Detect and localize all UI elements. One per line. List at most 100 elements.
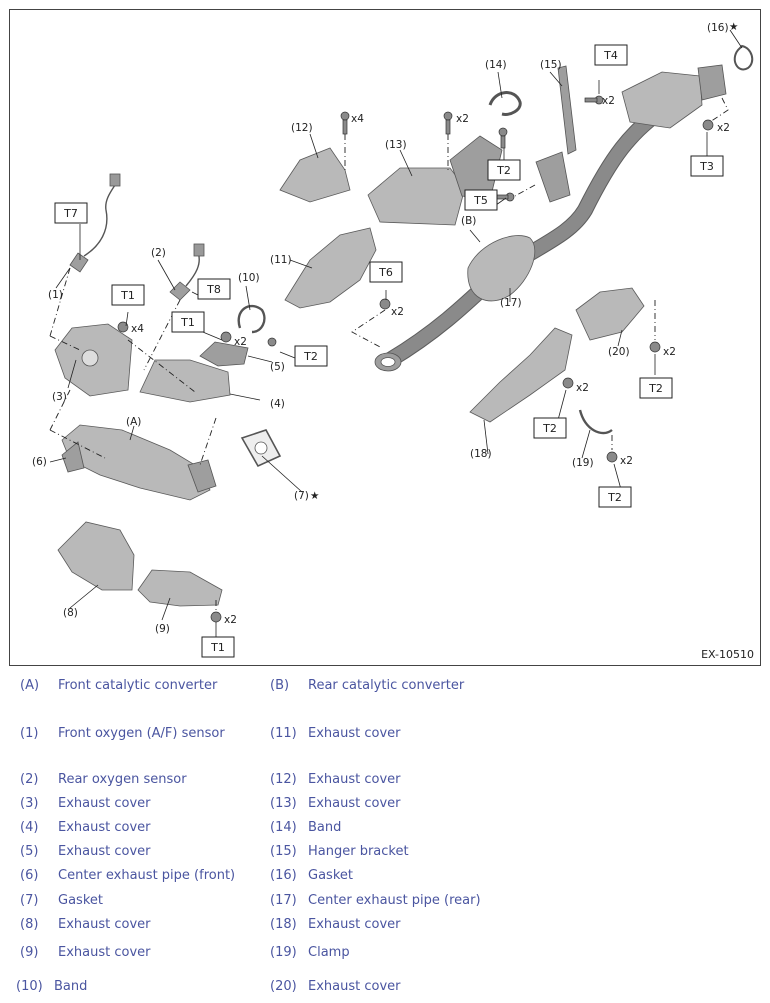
svg-text:T2: T2 bbox=[303, 350, 318, 363]
callout-17: (17) bbox=[500, 297, 522, 309]
star-16: ★ bbox=[729, 21, 738, 33]
center-exhaust-pipe-front bbox=[61, 441, 85, 473]
legend-right-1: (11)Exhaust cover bbox=[270, 726, 401, 741]
legend-right-7: (17)Center exhaust pipe (rear) bbox=[270, 893, 481, 908]
torque-T1-a: T1 bbox=[111, 284, 145, 306]
svg-text:T5: T5 bbox=[473, 194, 488, 207]
gasket-16 bbox=[733, 44, 754, 71]
torque-T6: T6 bbox=[369, 261, 403, 283]
torque-T2-d: T2 bbox=[533, 417, 567, 439]
hanger-bracket bbox=[557, 65, 577, 155]
legend-left-3: (3)Exhaust cover bbox=[20, 796, 151, 811]
callout-15: (15) bbox=[540, 59, 562, 71]
torque-T2-a: T2 bbox=[294, 345, 328, 367]
legend-right-10: (20)Exhaust cover bbox=[270, 979, 401, 994]
legend-right-4: (14)Band bbox=[270, 820, 342, 835]
exhaust-cover-18 bbox=[469, 327, 573, 423]
legend-left-0: (A)Front catalytic converter bbox=[20, 678, 218, 693]
callout-7: (7) bbox=[294, 490, 309, 502]
svg-text:T2: T2 bbox=[496, 164, 511, 177]
legend-right-6: (16)Gasket bbox=[270, 868, 353, 883]
torque-T3: T3 bbox=[690, 155, 724, 177]
legend-left-2: (2)Rear oxygen sensor bbox=[20, 772, 187, 787]
legend-left-7: (7)Gasket bbox=[20, 893, 103, 908]
callout-4: (4) bbox=[270, 398, 285, 410]
legend-left-9: (9)Exhaust cover bbox=[20, 945, 151, 960]
exhaust-cover-12 bbox=[279, 147, 351, 203]
legend-left-10: (10)Band bbox=[16, 979, 88, 994]
exhaust-cover-11 bbox=[284, 227, 377, 309]
legend-right-9: (19)Clamp bbox=[270, 945, 350, 960]
svg-text:T2: T2 bbox=[648, 382, 663, 395]
clamp-19 bbox=[578, 409, 613, 435]
callout-11: (11) bbox=[270, 254, 292, 266]
torque-T5: T5 bbox=[464, 189, 498, 211]
torque-T2-b: T2 bbox=[487, 159, 521, 181]
callout-3: (3) bbox=[52, 391, 67, 403]
qty-x2-8: x2 bbox=[620, 455, 633, 467]
band-10 bbox=[237, 304, 266, 334]
legend-right-0: (B)Rear catalytic converter bbox=[270, 678, 465, 693]
callout-A: (A) bbox=[126, 416, 141, 428]
svg-text:T1: T1 bbox=[120, 289, 135, 302]
callout-1: (1) bbox=[48, 289, 63, 301]
qty-x2-9: x2 bbox=[224, 614, 237, 626]
callout-8: (8) bbox=[63, 607, 78, 619]
band-14 bbox=[488, 91, 522, 116]
svg-text:T1: T1 bbox=[210, 641, 225, 654]
qty-x4-b: x4 bbox=[351, 113, 364, 125]
svg-text:T8: T8 bbox=[206, 283, 221, 296]
qty-x2-2: x2 bbox=[602, 95, 615, 107]
rear-catalytic-converter bbox=[467, 235, 536, 302]
exhaust-cover-13 bbox=[367, 167, 466, 226]
torque-T8: T8 bbox=[197, 278, 231, 300]
legend-left-8: (8)Exhaust cover bbox=[20, 917, 151, 932]
fasteners bbox=[117, 95, 714, 623]
rear-converter-shell bbox=[621, 71, 703, 129]
callout-B: (B) bbox=[461, 215, 476, 227]
torque-T4: T4 bbox=[594, 44, 628, 66]
exhaust-cover-5 bbox=[199, 341, 249, 367]
callout-13: (13) bbox=[385, 139, 407, 151]
callout-6: (6) bbox=[32, 456, 47, 468]
front-catalytic-converter bbox=[61, 424, 211, 501]
legend-right-2: (12)Exhaust cover bbox=[270, 772, 401, 787]
rear-oxygen-sensor bbox=[169, 281, 191, 301]
svg-text:T3: T3 bbox=[699, 160, 714, 173]
qty-x2-4: x2 bbox=[391, 306, 404, 318]
svg-text:T1: T1 bbox=[180, 316, 195, 329]
svg-text:T2: T2 bbox=[607, 491, 622, 504]
legend-left-4: (4)Exhaust cover bbox=[20, 820, 151, 835]
callout-10: (10) bbox=[238, 272, 260, 284]
qty-x2-1: x2 bbox=[456, 113, 469, 125]
qty-x2-5: x2 bbox=[234, 336, 247, 348]
legend-right-5: (15)Hanger bracket bbox=[270, 844, 409, 859]
diagram-drawing: (1) (2) (3) (4) (5) (6) (7) ★ (8) (9) (1… bbox=[32, 21, 754, 658]
exhaust-cover-4 bbox=[139, 359, 231, 403]
svg-text:T7: T7 bbox=[63, 207, 78, 220]
torque-T2-e: T2 bbox=[598, 486, 632, 508]
callout-19: (19) bbox=[572, 457, 594, 469]
callout-2: (2) bbox=[151, 247, 166, 259]
callout-16: (16) bbox=[707, 22, 729, 34]
legend-left-1: (1)Front oxygen (A/F) sensor bbox=[20, 726, 225, 741]
qty-x2-7: x2 bbox=[576, 382, 589, 394]
exploded-diagram: (1) (2) (3) (4) (5) (6) (7) ★ (8) (9) (1… bbox=[9, 9, 761, 666]
torque-T1-c: T1 bbox=[201, 636, 235, 658]
front-oxygen-sensor bbox=[69, 252, 89, 273]
legend-left-6: (6)Center exhaust pipe (front) bbox=[20, 868, 236, 883]
callout-20: (20) bbox=[608, 346, 630, 358]
svg-text:T4: T4 bbox=[603, 49, 618, 62]
callout-5: (5) bbox=[270, 361, 285, 373]
torque-T2-c: T2 bbox=[639, 377, 673, 399]
legend-left-5: (5)Exhaust cover bbox=[20, 844, 151, 859]
rear-flange bbox=[697, 64, 727, 101]
callout-18: (18) bbox=[470, 448, 492, 460]
figure-code: EX-10510 bbox=[701, 648, 754, 661]
star-7: ★ bbox=[310, 490, 319, 502]
callout-9: (9) bbox=[155, 623, 170, 635]
qty-x4-a: x4 bbox=[131, 323, 144, 335]
callout-12: (12) bbox=[291, 122, 313, 134]
torque-T7: T7 bbox=[54, 202, 88, 224]
svg-text:T6: T6 bbox=[378, 266, 393, 279]
